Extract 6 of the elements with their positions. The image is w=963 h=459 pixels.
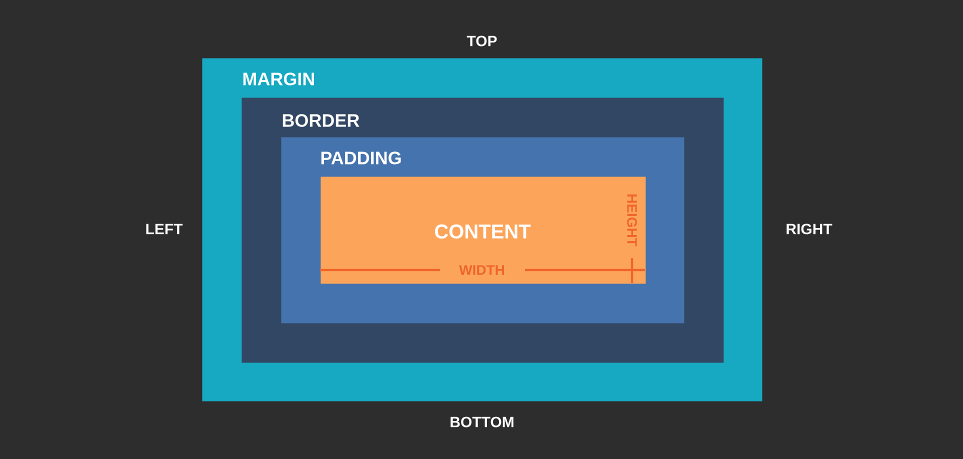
side-label: LEFT [146,224,183,234]
dimension-label: HEIGHT [627,194,637,246]
dimension-label: WIDTH [459,265,504,275]
side-label: RIGHT [786,224,832,234]
side-label: TOP [466,36,497,46]
side-label: BOTTOM [450,416,514,428]
